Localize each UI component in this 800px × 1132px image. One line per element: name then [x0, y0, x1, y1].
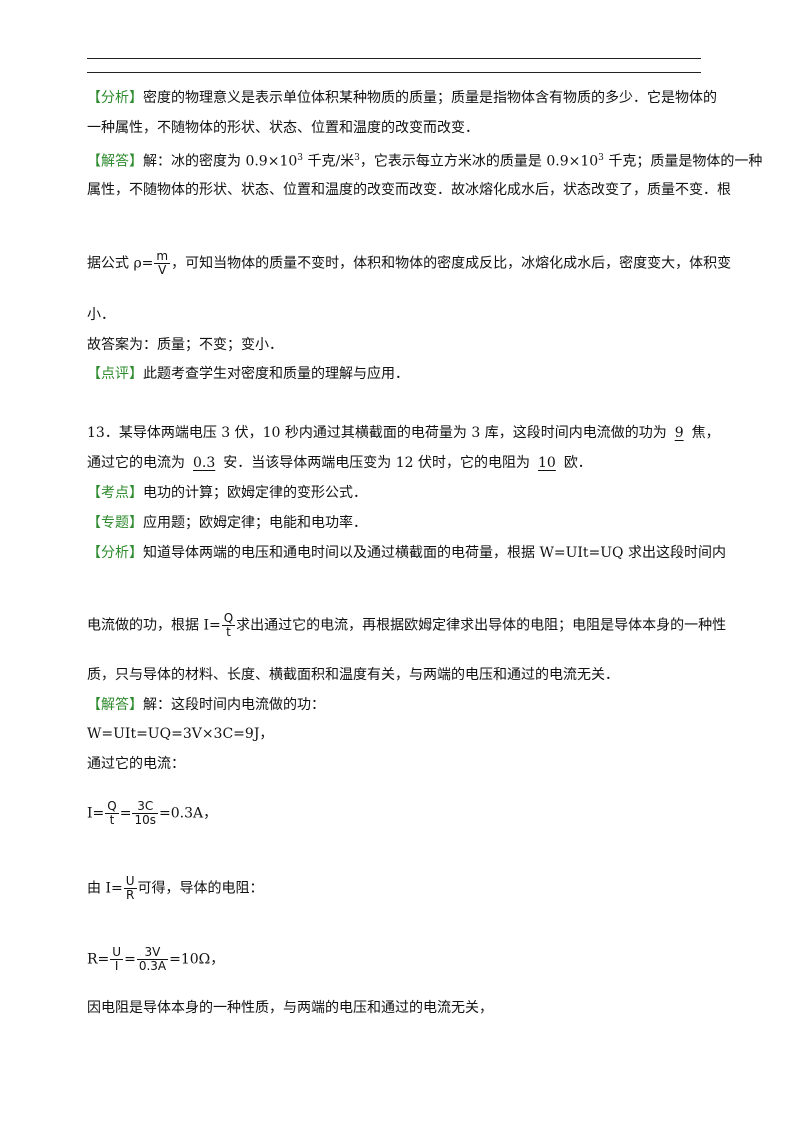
q12-comment: 【点评】此题考查学生对密度和质量的理解与应用．	[87, 366, 409, 382]
q12-solution-line4: 小．	[87, 307, 115, 323]
answer-blank-1: 9	[674, 425, 684, 441]
q12-analysis-line2: 一种属性，不随物体的形状、状态、位置和温度的改变而改变．	[87, 120, 479, 136]
q12-analysis-line1: 【分析】密度的物理意义是表示单位体积某种物质的质量；质量是指物体含有物质的多少．…	[87, 90, 717, 106]
answer-blank-3: 10	[537, 455, 556, 471]
topic-tag: 【专题】	[87, 515, 143, 531]
q13-final-line: 因电阻是导体本身的一种性质，与两端的电压和通过的电流无关，	[87, 1000, 493, 1016]
q13-current-intro: 通过它的电流：	[87, 756, 185, 772]
header-rule-top	[87, 58, 701, 59]
q13-solution-line1: 【解答】解：这段时间内电流做的功：	[87, 697, 325, 713]
q13-stem-line1: 13．某导体两端电压 3 伏，10 秒内通过其横截面的电荷量为 3 库，这段时间…	[87, 425, 720, 441]
q12-solution-line1: 【解答】解：冰的密度为 0.9×103 千克/米3，它表示每立方米冰的质量是 0…	[87, 153, 763, 170]
q13-topic: 【专题】应用题；欧姆定律；电能和电功率．	[87, 515, 367, 531]
q12-solution-line2: 属性，不随物体的形状、状态、位置和温度的改变而改变．故冰熔化成水后，状态改变了，…	[87, 182, 731, 198]
solution-tag: 【解答】	[87, 697, 143, 713]
answer-blank-2: 0.3	[193, 455, 216, 471]
q12-answer: 故答案为：质量；不变；变小．	[87, 337, 283, 353]
header-rule-bottom	[87, 72, 701, 73]
analysis-tag: 【分析】	[87, 90, 143, 106]
q13-analysis-line1: 【分析】知道导体两端的电压和通电时间以及通过横截面的电荷量，根据 W=UIt=U…	[87, 545, 726, 561]
q13-analysis-line3: 质，只与导体的材料、长度、横截面积和温度有关，与两端的电压和通过的电流无关．	[87, 667, 619, 683]
q13-work-equation: W=UIt=UQ=3V×3C=9J，	[87, 726, 274, 742]
q13-knowledge-point: 【考点】电功的计算；欧姆定律的变形公式．	[87, 485, 367, 501]
analysis-tag: 【分析】	[87, 545, 143, 561]
solution-tag: 【解答】	[87, 153, 143, 170]
knowledge-tag: 【考点】	[87, 485, 143, 501]
comment-tag: 【点评】	[87, 366, 143, 382]
